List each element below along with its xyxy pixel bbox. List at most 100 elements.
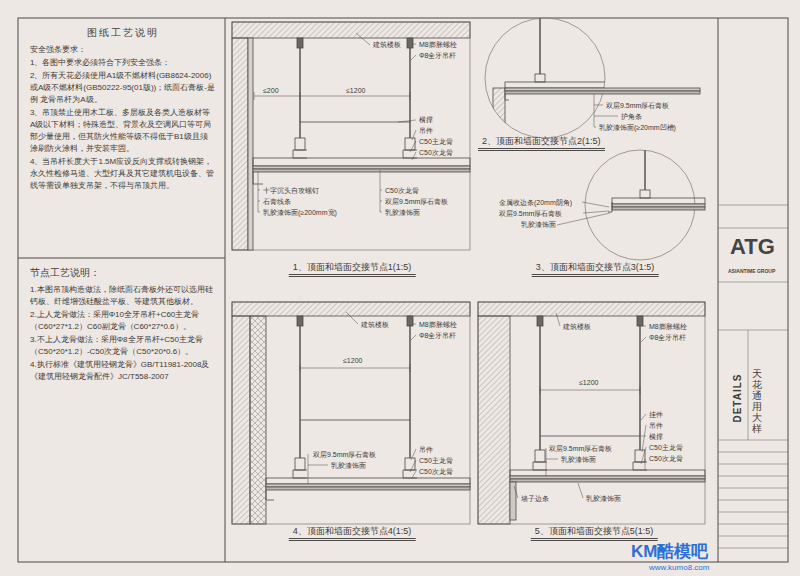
drawing-name: 天花通用大样 xyxy=(752,368,762,434)
callout-label: 横撑 xyxy=(648,432,664,441)
detail-drawing xyxy=(510,476,705,479)
detail-drawing xyxy=(640,150,650,198)
detail-drawing xyxy=(407,316,413,326)
title-block-grid xyxy=(718,205,788,548)
detail-drawing xyxy=(485,18,700,148)
note-text: 2、所有天花必须使用A1级不燃材料(GB8624-2006)或A级不燃材料(GB… xyxy=(30,70,215,106)
detail-drawing xyxy=(537,316,543,326)
sheet-frame xyxy=(718,18,719,562)
detail-drawing xyxy=(232,302,470,524)
detail-drawing xyxy=(505,88,700,91)
detail-drawing xyxy=(232,302,470,316)
callout-label: 金属收边条(20mm阴角) xyxy=(498,198,573,207)
leader-line xyxy=(258,170,382,212)
detail-drawing xyxy=(266,487,470,490)
detail-drawing xyxy=(478,302,705,524)
detail-drawing xyxy=(535,450,545,462)
detail-drawing xyxy=(540,316,640,450)
detail-drawing xyxy=(295,458,305,470)
callout-label: Φ8全牙吊杆 xyxy=(418,51,457,60)
callout-label: 乳胶漆饰面 xyxy=(560,455,597,464)
detail-drawing xyxy=(253,166,470,169)
detail-drawing xyxy=(266,484,470,487)
detail-drawing xyxy=(539,18,540,74)
detail-drawing xyxy=(300,122,410,123)
callout-label: 双层9.5mm厚石膏板 xyxy=(384,197,449,206)
detail-drawing xyxy=(295,138,305,150)
callout-label: 乳胶漆饰面(≥200mm宽) xyxy=(262,208,338,217)
callout-label: 十字沉头自攻螺钉 xyxy=(262,186,320,195)
detail-drawing xyxy=(300,420,410,421)
detail-drawing xyxy=(478,316,510,524)
dimension-text: ≤200 xyxy=(262,86,280,95)
detail-drawing xyxy=(612,207,705,210)
callout-label: 乳胶漆饰面 xyxy=(520,220,557,229)
detail-drawing xyxy=(293,150,417,158)
callout-label: C50主龙骨 xyxy=(418,456,454,465)
note-text: 4.执行标准《建筑用轻钢龙骨》GB/T11981-2008及《建筑用轻钢龙骨配件… xyxy=(30,359,215,383)
sheet-frame xyxy=(18,18,788,562)
callout-label: C50主龙骨 xyxy=(648,443,684,452)
callout-label: 乳胶漆饰面 xyxy=(330,461,367,470)
detail-drawing xyxy=(405,138,415,150)
detail-drawing xyxy=(407,38,413,48)
leader-line xyxy=(514,386,640,498)
detail-drawing xyxy=(505,94,509,100)
detail-drawing xyxy=(637,316,643,326)
detail-drawing xyxy=(300,316,410,458)
callout-label: 石膏线条 xyxy=(262,197,292,206)
sheet-type: DETAILS xyxy=(732,366,744,430)
detail-drawing xyxy=(505,82,625,88)
note-text: 安全强条要求： xyxy=(30,44,215,56)
callout-label: 双层9.5mm厚石膏板 xyxy=(498,209,563,218)
callout-label: 双层9.5mm厚石膏板 xyxy=(312,450,377,459)
detail-drawing xyxy=(297,316,303,326)
callout-label: C50次龙骨 xyxy=(418,467,454,476)
callout-label: 墙子边条 xyxy=(520,494,550,503)
detail-drawing xyxy=(300,38,410,138)
detail-drawing xyxy=(232,302,470,524)
callout-label: 挂件 xyxy=(648,410,664,419)
note-text: 4、当吊杆长度大于1.5M应设反向支撑或转换钢架，永久性检修马道、大型灯具及其它… xyxy=(30,156,215,192)
detail-title: 2、顶面和墙面交接节点2(1:5) xyxy=(478,136,605,151)
detail-title: 1、顶面和墙面交接节点1(1:5) xyxy=(289,262,416,277)
note-text: 1.本图吊顶构造做法，除纸面石膏板外还可以选用硅钙板、纤维增强硅酸盐平板、等建筑… xyxy=(30,284,215,308)
callout-label: 建筑楼板 xyxy=(372,40,402,49)
detail-drawing xyxy=(232,22,470,250)
callout-label: 双层9.5mm厚石膏板 xyxy=(548,444,613,453)
watermark: www.kumo8.com xyxy=(648,563,710,572)
detail-drawing xyxy=(478,302,705,524)
detail-title: 3、顶面和墙面交接节点3(1:5) xyxy=(532,262,659,277)
callout-label: M8膨胀螺栓 xyxy=(648,322,688,331)
detail-drawing xyxy=(478,302,705,316)
sheet-frame xyxy=(18,258,225,259)
callout-label: C50次龙骨 xyxy=(648,454,684,463)
detail-drawing xyxy=(640,190,650,198)
detail-drawing xyxy=(248,38,253,250)
detail-drawing xyxy=(266,478,470,484)
callout-label: M8膨胀螺栓 xyxy=(418,40,458,49)
callout-label: C50主龙骨 xyxy=(418,137,454,146)
callout-label: Φ8全牙吊杆 xyxy=(648,333,687,342)
note-text: 2.上人龙骨做法：采用Φ10全牙吊杆+C60主龙骨（C60*27*1.2）C60… xyxy=(30,309,215,333)
title-block-grid xyxy=(718,205,788,548)
detail-drawing xyxy=(612,198,705,204)
leader-line xyxy=(546,313,646,476)
dimension-text: ≤1200 xyxy=(345,86,366,95)
notes-panel: 节点工艺说明：1.本图吊顶构造做法，除纸面石膏板外还可以选用硅钙板、纤维增强硅酸… xyxy=(18,258,225,562)
detail-drawing xyxy=(232,316,250,524)
dimension-text: ≤1200 xyxy=(342,356,363,365)
callout-label: 吊件 xyxy=(418,126,434,135)
detail-drawing xyxy=(232,22,470,250)
detail-title: 5、顶面和墙面交接节点5(1:5) xyxy=(531,526,658,541)
callout-label: 乳胶漆饰面 xyxy=(384,208,421,217)
detail-drawing xyxy=(232,38,248,250)
note-text: 3.不上人龙骨做法：采用Φ8全牙吊杆+C50主龙骨（C50*20*1.2）-C5… xyxy=(30,334,215,358)
detail-drawing xyxy=(585,150,705,260)
sheet-frame xyxy=(225,18,226,562)
note-text: 3、吊顶禁止使用木工板、多层板及各类人造板材等A级以下材料；特殊造型、背景衣及空… xyxy=(30,107,215,155)
detail-title: 4、顶面和墙面交接节点4(1:5) xyxy=(289,526,416,541)
callout-label: 双层9.5mm厚石膏板 xyxy=(605,101,670,110)
detail-drawing xyxy=(253,158,470,166)
